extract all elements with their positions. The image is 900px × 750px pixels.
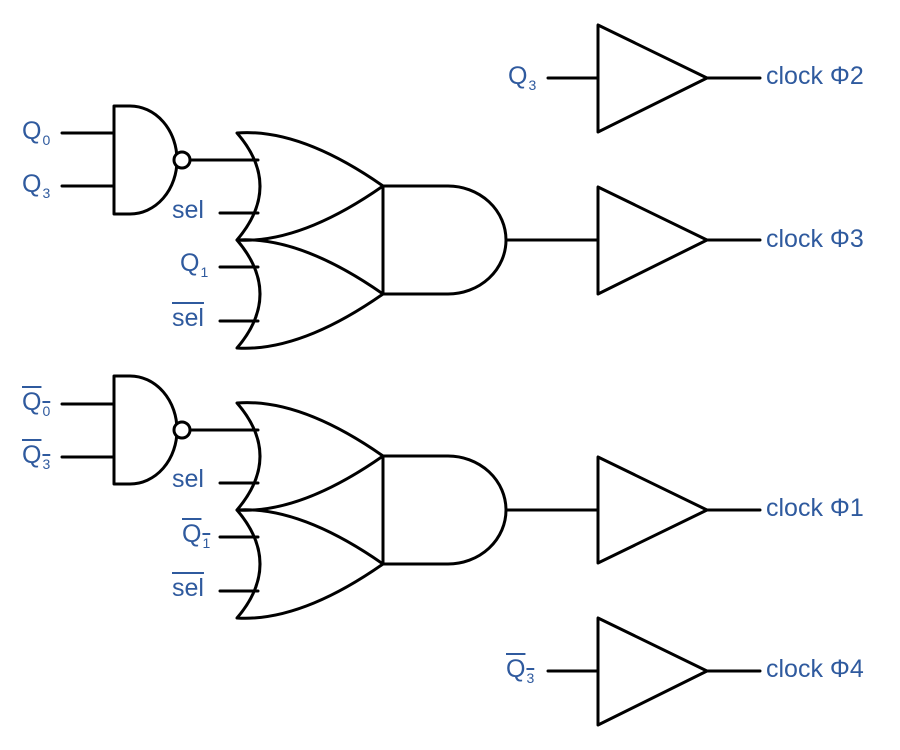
- buffer-phi1: [596, 455, 709, 565]
- label-q3-buffer: Q3: [508, 62, 537, 93]
- buffer-phi4: [596, 616, 709, 727]
- nand-gate-top: [112, 104, 179, 216]
- label-clock-phi3: clock Φ3: [766, 225, 864, 253]
- buffer-phi2: [596, 23, 709, 134]
- label-not-q3-buffer: Q3: [506, 655, 535, 686]
- label-not-q0-bottom: Q0: [22, 388, 51, 419]
- label-not-sel-bottom: sel: [172, 574, 204, 602]
- or-gate-2-top: [235, 238, 385, 350]
- label-q1-top: Q1: [180, 249, 209, 280]
- label-q3-top: Q3: [22, 170, 51, 201]
- buffer-phi3: [596, 185, 709, 296]
- or-gate-2-bottom: [235, 508, 385, 620]
- and-gate-top: [381, 184, 508, 296]
- nand-bubble-bottom: [172, 420, 192, 440]
- label-sel-bottom: sel: [172, 465, 204, 493]
- label-not-q1-bottom: Q1: [182, 520, 211, 551]
- label-sel-top: sel: [172, 196, 204, 224]
- label-q0-top: Q0: [22, 117, 51, 148]
- label-clock-phi2: clock Φ2: [766, 62, 864, 90]
- or-gate-1-top: [235, 131, 385, 242]
- nand-gate-bottom: [112, 374, 179, 486]
- and-gate-bottom: [381, 454, 508, 566]
- nand-bubble-top: [172, 150, 192, 170]
- label-clock-phi1: clock Φ1: [766, 494, 864, 522]
- label-not-sel-top: sel: [172, 304, 204, 332]
- label-not-q3-bottom: Q3: [22, 441, 51, 472]
- or-gate-1-bottom: [235, 401, 385, 512]
- label-clock-phi4: clock Φ4: [766, 655, 864, 683]
